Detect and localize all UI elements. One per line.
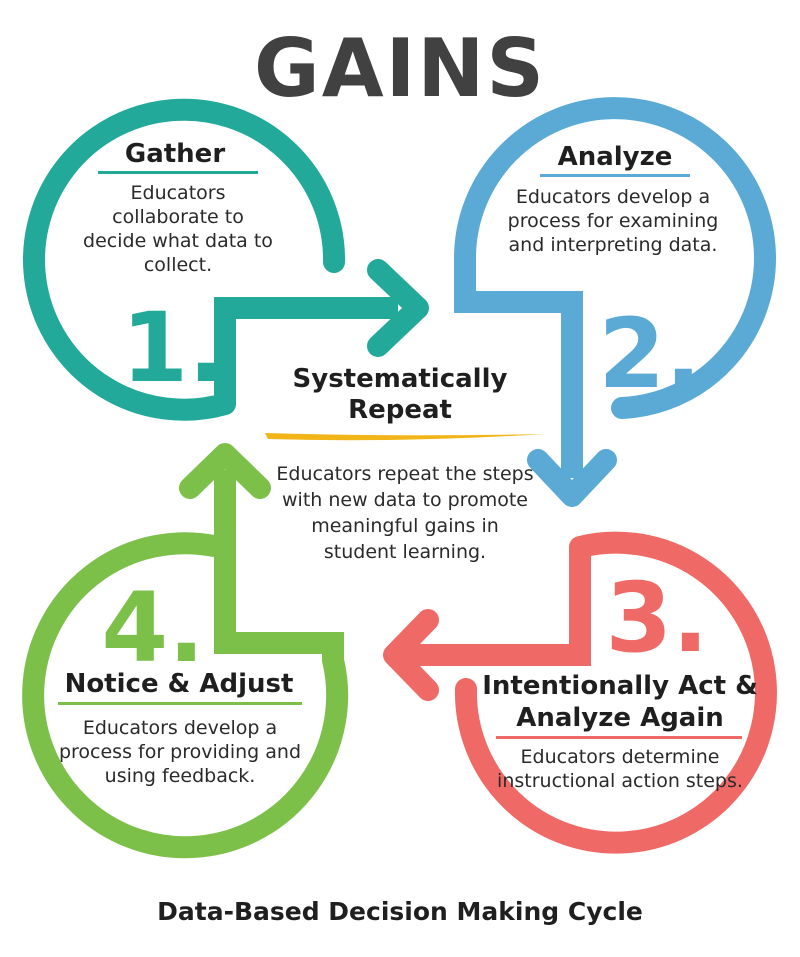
act-arrowhead [383, 609, 439, 701]
gather-arrowhead [367, 259, 429, 357]
analyze-number: 2. [598, 298, 702, 410]
analyze-arrow-line [454, 258, 583, 478]
act-arrow-line [405, 547, 591, 666]
gather-heading: Gather [124, 139, 226, 169]
repeat-text: Educators repeat the steps with new data… [276, 463, 534, 563]
act-number: 3. [605, 562, 709, 674]
notice-number: 4. [101, 572, 205, 684]
act-heading: Intentionally Act & Analyze Again [482, 671, 758, 733]
notice-heading: Notice & Adjust [64, 669, 294, 699]
act-text: Educators determine instructional action… [497, 746, 743, 792]
notice-loop [22, 532, 349, 859]
analyze-arrowhead [527, 449, 617, 507]
repeat-heading: Systematically Repeat [292, 364, 508, 425]
notice-rule [58, 702, 302, 705]
analyze-text: Educators develop a process for examinin… [507, 186, 719, 256]
gather-text: Educators collaborate to decide what dat… [83, 182, 273, 276]
gather-number: 1. [121, 292, 225, 404]
repeat-underline [265, 433, 545, 441]
analyze-rule [540, 174, 690, 177]
gather-rule [98, 171, 258, 174]
caption: Data-Based Decision Making Cycle [157, 897, 643, 926]
gather-arrow-line [214, 297, 398, 404]
title: GAINS [254, 22, 546, 115]
analyze-heading: Analyze [557, 142, 673, 172]
act-rule [496, 736, 742, 739]
notice-arrowhead [179, 443, 271, 499]
notice-arrow-line [214, 470, 344, 660]
notice-text: Educators develop a process for providin… [58, 717, 302, 787]
gather-loop [23, 98, 346, 421]
analyze-loop [454, 97, 776, 419]
act-loop [454, 531, 777, 854]
